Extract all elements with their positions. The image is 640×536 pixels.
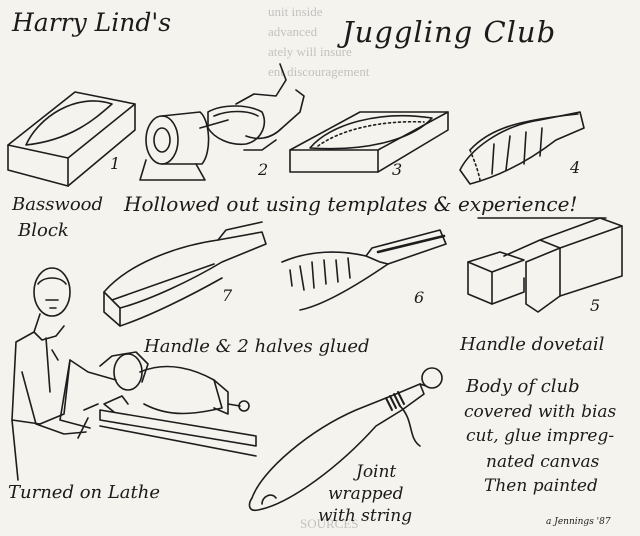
- grinder-drawing: [139, 63, 305, 181]
- finished-club-drawing: [248, 367, 443, 512]
- body-caption-line3: cut, glue impreg-: [466, 426, 615, 446]
- bleed-through-text: SOURCES: [300, 516, 359, 531]
- step-number-3: 3: [392, 160, 403, 179]
- title-maker: Harry Lind's: [12, 8, 172, 37]
- step-number-5: 5: [590, 296, 601, 315]
- body-caption-line1: Body of club: [466, 376, 580, 397]
- joint-caption-line1: Joint: [356, 462, 397, 482]
- handle-dovetail-drawing: [467, 217, 623, 313]
- lathe-caption: Turned on Lathe: [8, 482, 161, 503]
- dovetail-join-drawing: [281, 229, 447, 311]
- body-caption-line5: Then painted: [484, 476, 598, 496]
- hollowed-caption-emphasis: experience: [457, 192, 570, 216]
- basswood-caption-line2: Block: [18, 220, 69, 241]
- joint-caption-line3: with string: [318, 506, 413, 526]
- artist-signature: a Jennings '87: [546, 517, 611, 527]
- hollowed-block-drawing: [289, 111, 449, 173]
- basswood-block-drawing: [7, 91, 136, 187]
- dovetail-caption: Handle dovetail: [460, 334, 605, 355]
- hollowed-caption-prefix: Hollowed out using templates &: [124, 192, 458, 216]
- hollowed-caption: Hollowed out using templates & experienc…: [124, 194, 577, 214]
- hollowed-caption-suffix: !: [569, 192, 578, 216]
- step-number-2: 2: [258, 160, 269, 179]
- body-caption-line2: covered with bias: [464, 402, 617, 422]
- step-number-7: 7: [222, 286, 233, 305]
- bleed-through-text: ent discouragement: [268, 64, 370, 79]
- glued-caption: Handle & 2 halves glued: [144, 336, 370, 357]
- step-number-6: 6: [414, 288, 425, 307]
- bleed-through-text: unit inside: [268, 4, 323, 19]
- step-number-4: 4: [570, 158, 581, 177]
- bleed-through-text: ately will insure: [268, 44, 352, 59]
- bleed-through-text: advanced: [268, 24, 318, 39]
- carved-half-drawing: [459, 111, 585, 185]
- step-number-1: 1: [110, 154, 121, 173]
- body-caption-line4: nated canvas: [486, 452, 600, 472]
- lathe-drawing: [77, 351, 257, 457]
- glued-blank-drawing: [103, 221, 267, 327]
- title-subject: Juggling Club: [342, 15, 557, 49]
- basswood-caption-line1: Basswood: [12, 194, 104, 215]
- joint-caption-line2: wrapped: [328, 484, 404, 504]
- lathe-man-drawing: [11, 267, 117, 481]
